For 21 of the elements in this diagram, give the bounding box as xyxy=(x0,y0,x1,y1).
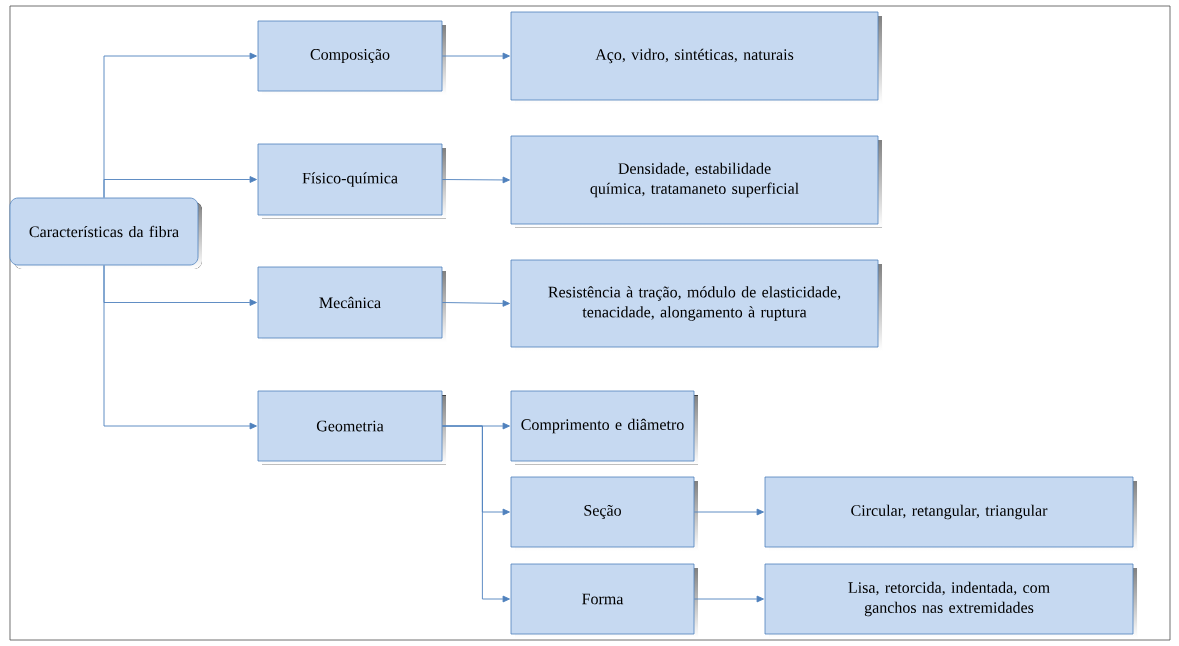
category-box: Lisa, retorcida, indentada, com ganchos nas extremidades xyxy=(764,563,1137,638)
category-box: Resistência à tração, módulo de elasticidade, tenacidade, alongamento à ruptura xyxy=(510,259,882,351)
arrow xyxy=(693,508,764,516)
category-box: Comprimento e diâmetro xyxy=(510,390,698,465)
category-box: Densidade, estabilidade química, tratamaneto superficial xyxy=(510,135,882,228)
arrow xyxy=(441,425,510,603)
arrow xyxy=(103,264,257,430)
arrow xyxy=(693,595,764,603)
category-box: Geometria xyxy=(257,390,446,465)
category-box: Composição xyxy=(257,20,446,95)
category-box: Forma xyxy=(510,563,698,638)
arrow xyxy=(441,176,510,184)
arrow xyxy=(441,52,510,60)
category-box: Seção xyxy=(510,476,698,551)
category-box: Físico-química xyxy=(257,143,446,219)
arrow xyxy=(103,176,257,199)
root-box: Características da fibra xyxy=(9,197,202,269)
category-box: Mecânica xyxy=(257,266,446,342)
category-box: Circular, retangular, triangular xyxy=(764,476,1137,551)
arrow xyxy=(441,300,510,307)
category-box: Aço, vidro, sintéticas, naturais xyxy=(510,11,882,104)
